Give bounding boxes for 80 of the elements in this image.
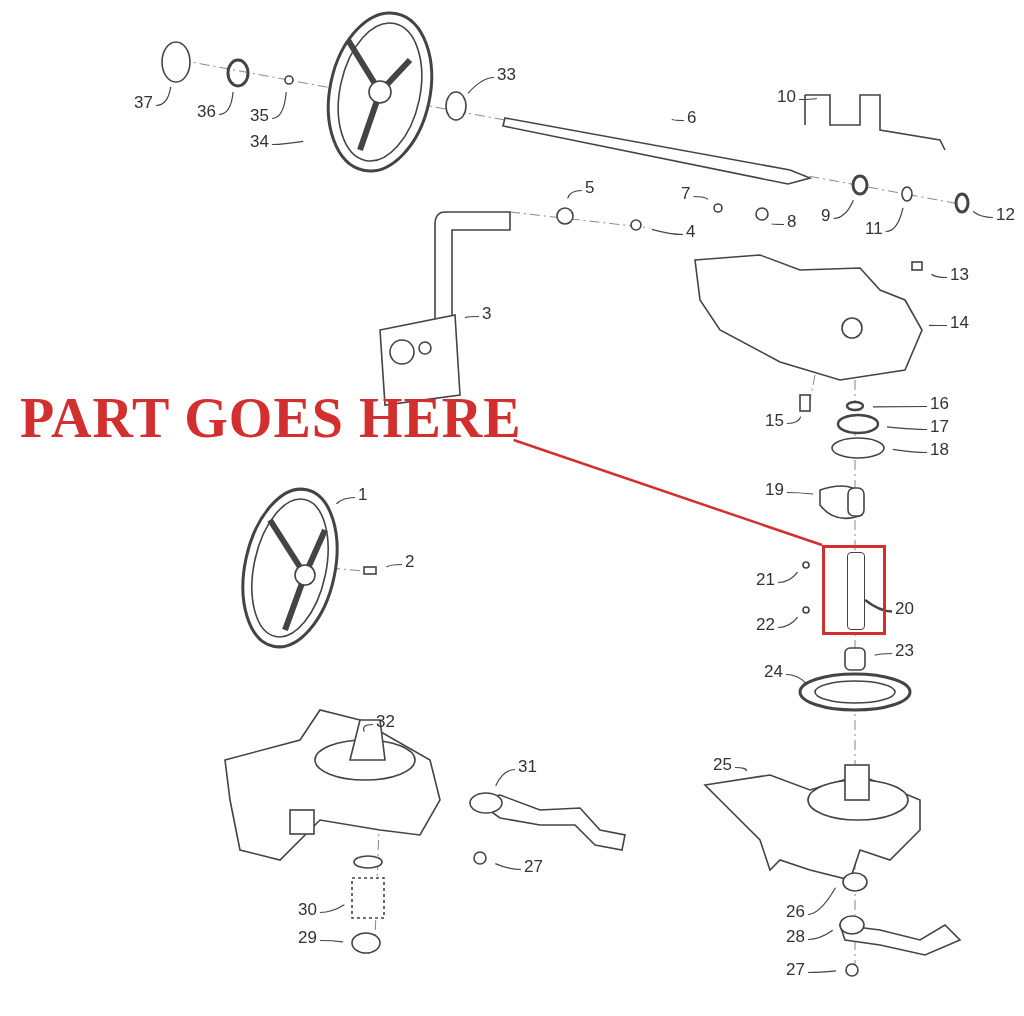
leader-line [464,315,480,319]
callout-number: 19 [765,481,784,498]
leader-line [885,207,904,233]
callout-number: 27 [524,858,543,875]
leader-line [495,768,516,787]
callout-number: 20 [895,600,914,617]
leader-line [771,223,785,226]
leader-line [467,76,495,94]
leader-line [513,438,823,547]
leader-line [886,426,928,431]
callout-number: 23 [895,642,914,659]
callout-number: 37 [134,94,153,111]
leader-line [798,97,818,101]
leader-line [734,766,747,772]
leader-line [832,199,854,220]
callout-number: 15 [765,412,784,429]
callout-number: 18 [930,441,949,458]
leader-line [786,416,802,425]
callout-number: 8 [787,213,797,230]
leader-line [271,91,287,120]
leader-line [785,673,807,684]
leader-line [155,86,172,107]
leader-line [494,863,522,871]
callout-number: 34 [250,133,269,150]
leader-line [319,904,345,914]
callout-number: 11 [865,220,883,237]
leader-line [874,652,893,656]
callout-number: 32 [376,713,395,730]
callout-number: 36 [197,103,216,120]
leader-line [864,599,893,613]
callout-number: 12 [996,206,1015,223]
callout-number: 1 [358,486,368,503]
leader-line [385,563,403,568]
leader-line [777,616,799,629]
callout-number: 31 [518,758,537,775]
callout-text: PART GOES HERE [20,390,522,446]
callout-number: 35 [250,107,269,124]
callout-number: 14 [950,314,969,331]
callout-number: 5 [585,179,595,196]
callout-number: 27 [786,961,805,978]
leader-line [567,189,583,199]
callout-number: 3 [482,305,492,322]
leader-line [671,118,685,122]
leader-line [892,448,928,454]
leader-line [218,91,234,116]
leader-line [972,210,994,219]
callout-number: 17 [930,418,949,435]
callout-number: 16 [930,395,949,412]
callout-number: 33 [497,66,516,83]
leader-line [777,571,799,584]
callout-number: 9 [821,207,831,224]
callout-number: 13 [950,266,969,283]
callout-number: 22 [756,616,775,633]
callout-number: 29 [298,929,317,946]
leader-line [651,228,684,236]
callout-number: 25 [713,756,732,773]
leader-line [928,324,948,327]
leader-line [930,273,948,279]
highlight-frame [822,545,886,635]
leader-line [692,195,709,200]
callout-number: 6 [687,109,697,126]
leader-line [807,970,837,974]
leader-line [335,496,356,505]
callout-number: 4 [686,223,696,240]
leader-line [807,929,834,941]
leader-line [786,491,814,495]
leader-line [807,887,837,916]
callout-number: 28 [786,928,805,945]
callout-number: 2 [405,553,415,570]
callout-number: 21 [756,571,775,588]
callout-number: 10 [777,88,796,105]
leader-line [319,939,344,943]
leader-line [363,723,374,733]
callout-number: 7 [681,185,691,202]
leader-line [872,405,928,408]
callout-number: 26 [786,903,805,920]
callout-number: 30 [298,901,317,918]
callout-number: 24 [764,663,783,680]
shaft [847,552,865,630]
leader-line [271,140,304,146]
